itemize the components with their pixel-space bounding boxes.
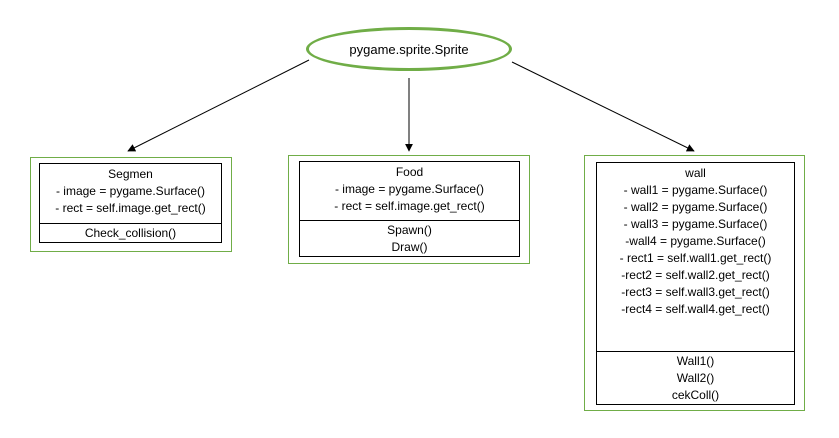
food-class-frame: Food - image = pygame.Surface() - rect =… bbox=[288, 155, 530, 264]
root-class-label: pygame.sprite.Sprite bbox=[349, 41, 469, 57]
arrow-to-wall bbox=[511, 61, 695, 152]
food-method: Draw() bbox=[391, 240, 428, 254]
wall-method: Wall2() bbox=[676, 371, 715, 385]
wall-method: Wall1() bbox=[676, 354, 715, 368]
wall-methods-section: Wall1() Wall2() cekColl() bbox=[597, 352, 794, 404]
food-methods-section: Spawn() Draw() bbox=[300, 221, 519, 256]
wall-attribute: - wall1 = pygame.Surface() bbox=[623, 183, 768, 197]
wall-attribute: -rect2 = self.wall2.get_rect() bbox=[621, 268, 770, 282]
wall-attribute: -wall4 = pygame.Surface() bbox=[625, 234, 766, 248]
wall-attribute: - rect1 = self.wall1.get_rect() bbox=[619, 251, 772, 265]
segmen-attributes-section: Segmen - image = pygame.Surface() - rect… bbox=[40, 164, 221, 224]
segmen-methods-section: Check_collision() bbox=[40, 224, 221, 242]
food-method: Spawn() bbox=[387, 223, 432, 237]
food-class-box[interactable]: Food - image = pygame.Surface() - rect =… bbox=[299, 161, 520, 257]
segmen-class-frame: Segmen - image = pygame.Surface() - rect… bbox=[30, 157, 232, 252]
wall-attribute: -rect3 = self.wall3.get_rect() bbox=[621, 285, 770, 299]
food-attribute: - image = pygame.Surface() bbox=[334, 182, 485, 196]
wall-class-frame: wall - wall1 = pygame.Surface() - wall2 … bbox=[584, 155, 805, 411]
food-attribute: - rect = self.image.get_rect() bbox=[334, 199, 485, 213]
wall-class-name: wall bbox=[685, 166, 706, 180]
wall-attributes-section: wall - wall1 = pygame.Surface() - wall2 … bbox=[597, 163, 794, 352]
segmen-class-box[interactable]: Segmen - image = pygame.Surface() - rect… bbox=[39, 163, 222, 243]
wall-attribute: -rect4 = self.wall4.get_rect() bbox=[621, 302, 770, 316]
food-class-name: Food bbox=[395, 165, 424, 179]
segmen-class-name: Segmen bbox=[108, 167, 153, 181]
segmen-attribute: - image = pygame.Surface() bbox=[55, 184, 206, 198]
arrow-to-segmen bbox=[127, 59, 310, 152]
segmen-method: Check_collision() bbox=[84, 226, 177, 240]
segmen-attribute: - rect = self.image.get_rect() bbox=[55, 201, 206, 215]
wall-class-box[interactable]: wall - wall1 = pygame.Surface() - wall2 … bbox=[596, 162, 795, 405]
wall-attribute: - wall2 = pygame.Surface() bbox=[623, 200, 768, 214]
wall-method: cekColl() bbox=[671, 388, 720, 402]
food-attributes-section: Food - image = pygame.Surface() - rect =… bbox=[300, 162, 519, 221]
wall-attribute: - wall3 = pygame.Surface() bbox=[623, 217, 768, 231]
root-class-sprite[interactable]: pygame.sprite.Sprite bbox=[306, 27, 512, 71]
